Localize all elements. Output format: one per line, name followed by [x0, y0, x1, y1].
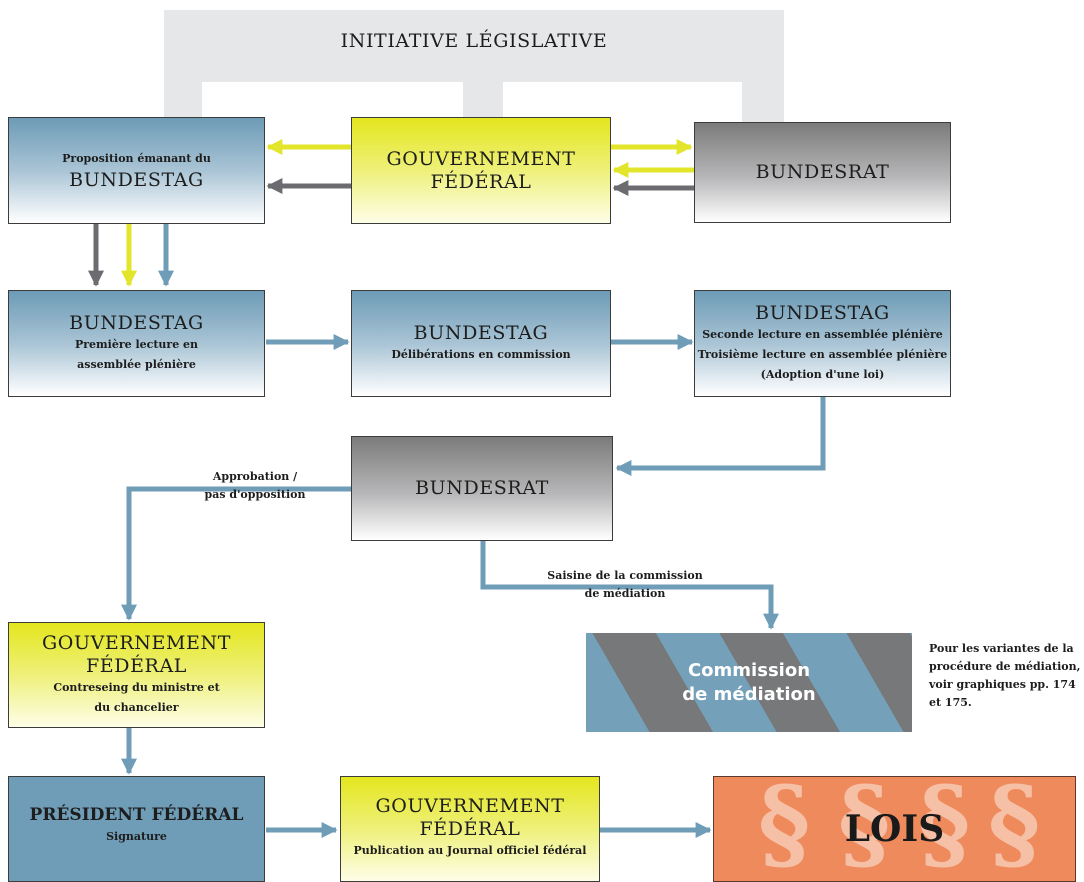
bt3-line1: Seconde lecture en assemblée plénière: [702, 328, 943, 341]
initiative-title: INITIATIVE LÉGISLATIVE: [340, 30, 608, 52]
proposition-label: Proposition émanant du: [62, 152, 211, 165]
bt3-title: BUNDESTAG: [755, 302, 890, 324]
gov-title-line1: GOUVERNEMENT: [386, 147, 576, 170]
box-lois: § § § § LOIS: [713, 776, 1076, 882]
gov5-title-line1: GOUVERNEMENT: [375, 795, 565, 817]
gov4-title-line2: FÉDÉRAL: [86, 655, 187, 677]
box-gouvernement-federal: GOUVERNEMENT FÉDÉRAL: [351, 117, 611, 224]
saisine-line2: de médiation: [584, 587, 666, 600]
saisine-label: Saisine de la commission de médiation: [530, 567, 720, 603]
note-line2: procédure de médiation,: [929, 660, 1081, 673]
arrow-bundesrat-to-gov-approval: [120, 486, 351, 621]
box-gouvernement-publication: GOUVERNEMENT FÉDÉRAL Publication au Jour…: [340, 776, 600, 882]
gov5-title-line2: FÉDÉRAL: [419, 818, 521, 840]
box-proposition-bundestag: Proposition émanant du BUNDESTAG: [8, 117, 265, 224]
gov-title-line2: FÉDÉRAL: [430, 170, 532, 193]
paragraph-icon: §: [918, 776, 971, 882]
lois-title: LOIS: [844, 808, 945, 850]
box-bundesrat-initiative: BUNDESRAT: [694, 122, 951, 223]
box-president-federal: PRÉSIDENT FÉDÉRAL Signature: [8, 776, 265, 882]
initiative-bracket: [164, 10, 784, 122]
bundesrat-review-title: BUNDESRAT: [415, 477, 549, 499]
box-mediation-committee: Commission de médiation: [586, 633, 912, 732]
paragraph-icon: §: [838, 776, 891, 882]
approval-label: Approbation / pas d'opposition: [180, 468, 330, 504]
box-bundestag-committee: BUNDESTAG Délibérations en commission: [351, 290, 611, 397]
bt2-title: BUNDESTAG: [413, 322, 549, 344]
box-bundesrat-review: BUNDESRAT: [351, 436, 613, 541]
bt3-line2: Troisième lecture en assemblée plénière: [697, 348, 948, 361]
bt2-line1: Délibérations en commission: [391, 348, 571, 361]
gov4-title-line1: GOUVERNEMENT: [42, 632, 231, 654]
bundestag-title: BUNDESTAG: [69, 169, 204, 191]
approval-line1: Approbation /: [212, 470, 298, 483]
arrow-bundesrat-to-mediation: [480, 541, 780, 630]
note-line4: et 175.: [929, 696, 972, 709]
note-line3: voir graphiques pp. 174: [929, 678, 1076, 691]
bt1-line2: assemblée plénière: [77, 358, 196, 371]
bt1-title: BUNDESTAG: [69, 312, 204, 334]
president-signature: Signature: [106, 830, 167, 843]
paragraph-icon: §: [988, 776, 1041, 882]
mediation-line1: Commission: [687, 659, 811, 681]
bundesrat-title: BUNDESRAT: [755, 161, 890, 183]
box-gouvernement-countersign: GOUVERNEMENT FÉDÉRAL Contreseing du mini…: [8, 622, 265, 728]
note-line1: Pour les variantes de la: [929, 642, 1074, 655]
gov4-small1: Contreseing du ministre et: [53, 681, 220, 694]
arrow-bt3-to-bundesrat: [615, 397, 826, 477]
box-bundestag-second-third-reading: BUNDESTAG Seconde lecture en assemblée p…: [694, 290, 951, 397]
gov5-small: Publication au Journal officiel fédéral: [353, 844, 587, 857]
bt3-line3: (Adoption d'une loi): [760, 368, 885, 381]
approval-line2: pas d'opposition: [204, 488, 306, 501]
mediation-line2: de médiation: [682, 683, 816, 705]
saisine-line1: Saisine de la commission: [547, 569, 703, 582]
bt1-line1: Première lecture en: [74, 338, 199, 351]
paragraph-icon: §: [758, 776, 811, 882]
mediation-note: Pour les variantes de la procédure de mé…: [929, 640, 1081, 712]
president-title: PRÉSIDENT FÉDÉRAL: [29, 805, 244, 825]
box-bundestag-first-reading: BUNDESTAG Première lecture en assemblée …: [8, 290, 265, 397]
gov4-small2: du chancelier: [94, 701, 179, 714]
